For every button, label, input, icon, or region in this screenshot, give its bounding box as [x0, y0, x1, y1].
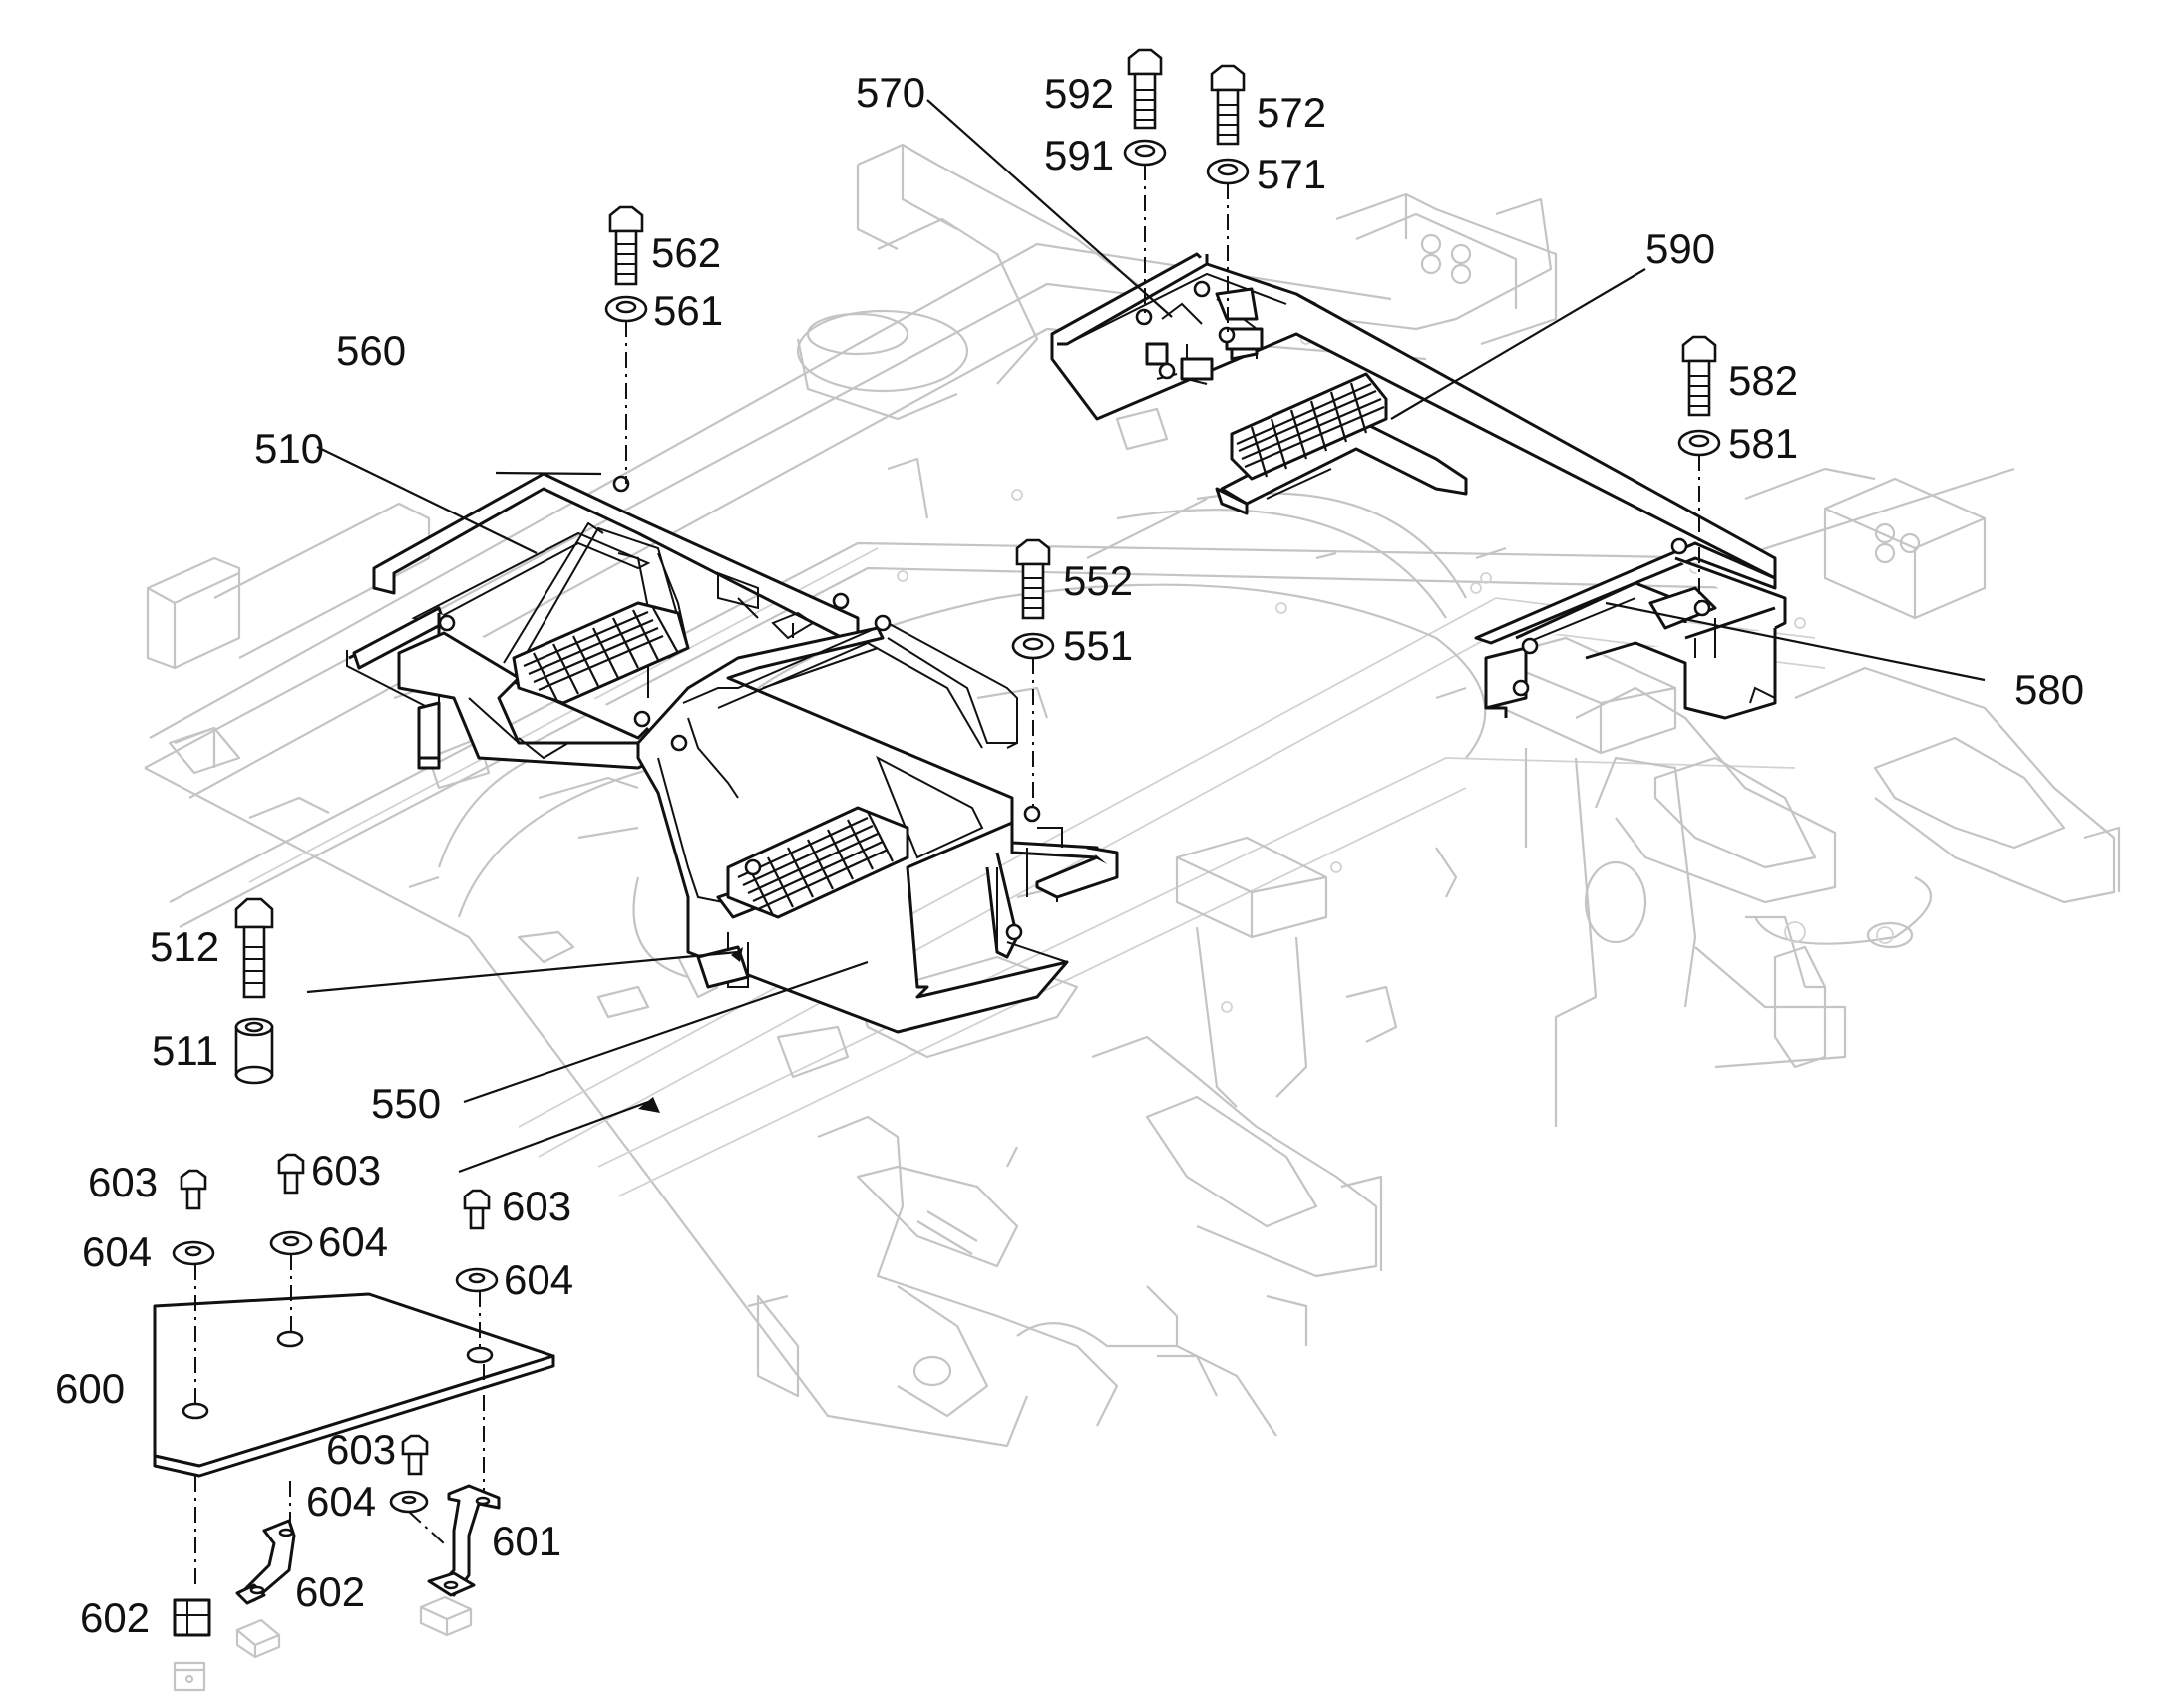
- step-grate-left: [512, 601, 690, 705]
- callout-511: 511: [152, 1027, 218, 1074]
- callout-552: 552: [1063, 557, 1133, 604]
- washer-604-b: [269, 1230, 313, 1256]
- callout-604-a: 604: [82, 1228, 152, 1275]
- washer-604-d: [389, 1490, 429, 1514]
- bracket-602: [235, 1519, 296, 1605]
- washer-551: [1011, 632, 1055, 660]
- callout-510: 510: [254, 425, 324, 472]
- bolt-512: [234, 897, 274, 999]
- nut-plate-ghost-c: [419, 1595, 473, 1637]
- washer-591: [1123, 139, 1167, 167]
- callout-602-a: 602: [295, 1568, 365, 1615]
- callout-571: 571: [1257, 151, 1326, 197]
- callout-604-b: 604: [318, 1218, 388, 1265]
- screw-603-a: [180, 1169, 207, 1210]
- washer-561: [604, 295, 648, 323]
- callout-600: 600: [55, 1365, 125, 1412]
- callout-550: 550: [371, 1080, 441, 1127]
- callout-551: 551: [1063, 622, 1133, 669]
- nut-plate-ghost-b: [235, 1618, 281, 1659]
- washer-604-c: [455, 1267, 499, 1293]
- callout-580: 580: [2014, 666, 2084, 713]
- callout-512: 512: [150, 923, 219, 970]
- bolt-592: [1127, 48, 1163, 130]
- callout-561: 561: [653, 287, 723, 334]
- callout-602-b: 602: [80, 1594, 150, 1641]
- bracket-601: [427, 1484, 501, 1597]
- screw-603-d: [401, 1434, 429, 1476]
- callout-603-c: 603: [502, 1183, 571, 1229]
- callout-604-d: 604: [306, 1478, 376, 1525]
- callout-labels: 510 511 512 550 551 552 560 561 562 570 …: [55, 69, 2084, 1641]
- callout-601: 601: [492, 1518, 561, 1564]
- nut-plate-ghost-a: [173, 1661, 206, 1692]
- callout-572: 572: [1257, 89, 1326, 136]
- leader-lines: [306, 99, 1986, 1174]
- callout-592: 592: [1044, 70, 1114, 117]
- walkway-assembly-590: [1050, 252, 1777, 580]
- callout-562: 562: [651, 229, 721, 276]
- callout-591: 591: [1044, 132, 1114, 178]
- walkway-bolt-heads: [438, 280, 1711, 941]
- washer-571: [1206, 158, 1250, 185]
- callout-603-a: 603: [88, 1159, 158, 1205]
- spacer-511: [234, 1017, 274, 1085]
- washer-604-a: [172, 1240, 215, 1266]
- screw-603-c: [463, 1189, 491, 1230]
- bolt-552: [1015, 538, 1051, 620]
- screw-603-b: [277, 1153, 305, 1195]
- callout-603-b: 603: [311, 1147, 381, 1194]
- callout-604-c: 604: [504, 1256, 573, 1303]
- washer-581: [1677, 429, 1721, 457]
- guard-plate-600: [153, 1292, 555, 1478]
- undercarriage-frame: [144, 143, 2121, 1448]
- callout-570: 570: [856, 69, 925, 116]
- callout-582: 582: [1728, 357, 1798, 404]
- callout-603-d: 603: [326, 1426, 396, 1473]
- bolt-572: [1210, 64, 1246, 146]
- bolt-562: [608, 205, 644, 286]
- callout-560: 560: [336, 327, 406, 374]
- callout-581: 581: [1728, 420, 1798, 467]
- callout-590: 590: [1645, 225, 1715, 272]
- step-grate-right: [1230, 372, 1388, 481]
- block-602: [173, 1598, 211, 1637]
- bolt-582: [1681, 335, 1717, 417]
- walkway-assembly-560: [346, 472, 860, 740]
